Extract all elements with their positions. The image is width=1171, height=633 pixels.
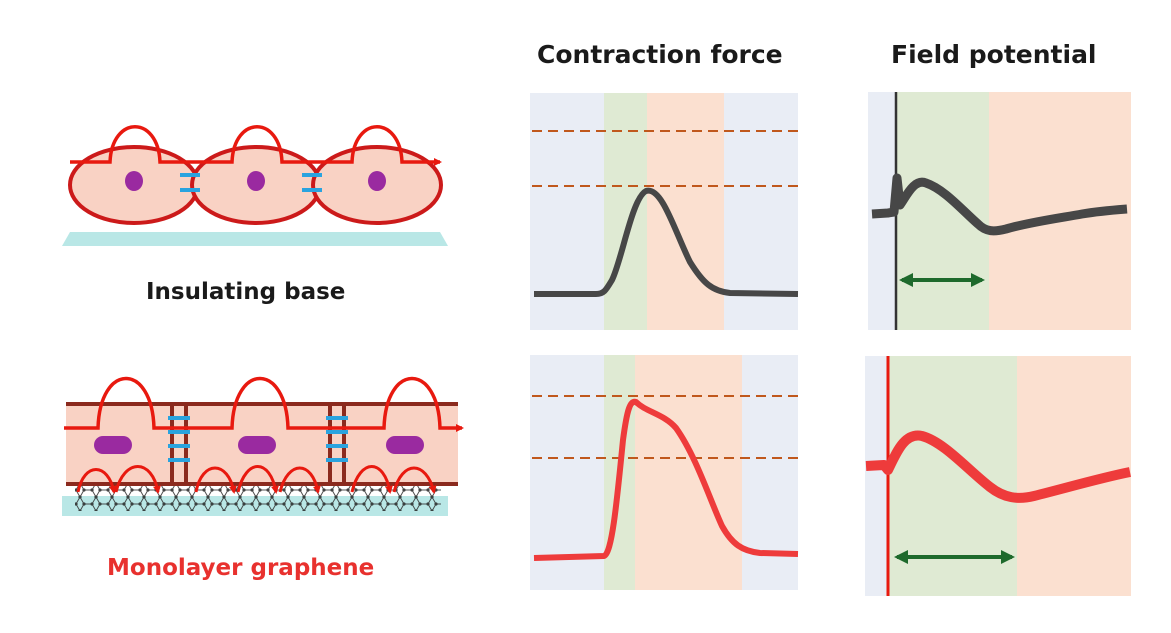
nucleus (94, 436, 132, 454)
nucleus (368, 171, 386, 191)
contraction-force-panel-bottom (530, 355, 799, 590)
insulating-substrate (62, 232, 448, 246)
monolayer-graphene-diagram (62, 376, 464, 516)
field-potential-title: Field potential (891, 40, 1097, 69)
action-potential-signal (64, 376, 464, 432)
contraction-force-panel-top (530, 93, 799, 330)
insulating-base-label: Insulating base (146, 279, 346, 305)
nucleus (247, 171, 265, 191)
nucleus (238, 436, 276, 454)
gap-junction (180, 173, 322, 192)
insulating-base-diagram (62, 125, 448, 246)
contraction-trace (533, 398, 799, 561)
nucleus (386, 436, 424, 454)
gap-junction (168, 416, 348, 462)
monolayer-graphene-label: Monolayer graphene (107, 555, 375, 581)
contraction-force-title: Contraction force (537, 40, 783, 69)
contraction-trace (534, 187, 799, 297)
field-potential-trace (871, 173, 1128, 236)
nucleus (125, 171, 143, 191)
action-potential-signal (70, 125, 442, 166)
field-potential-panel-top (868, 92, 1131, 330)
graphene-current-loops (76, 465, 437, 494)
field-potential-panel-bottom (865, 356, 1131, 596)
graphene-lattice (75, 483, 441, 511)
field-potential-trace (865, 430, 1131, 503)
